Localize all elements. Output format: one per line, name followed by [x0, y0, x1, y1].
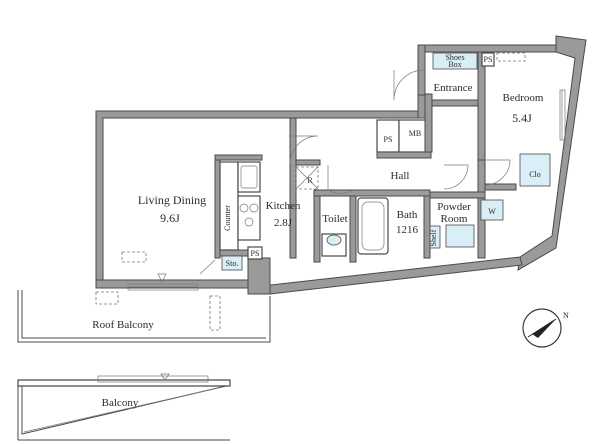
entrance-door [393, 69, 425, 101]
mb-label: MB [409, 129, 421, 138]
interior-walls [214, 44, 517, 263]
refrigerator-label: R [307, 176, 313, 185]
north-arrow-icon: N [522, 308, 569, 348]
bedroom-window [559, 89, 566, 141]
powder-label-line1: Powder [437, 201, 471, 213]
balcony-label: Balcony [102, 397, 139, 409]
ps-box-kitchen [247, 246, 263, 260]
ps-label-bedroom: PS [484, 55, 493, 64]
fixtures [121, 52, 566, 291]
refrigerator [295, 166, 319, 190]
washer [480, 199, 504, 221]
living-dining-label: Living Dining [138, 193, 206, 207]
kitchen-size: 2.8J [274, 217, 293, 229]
closet [519, 153, 551, 187]
closet-label: Clo [529, 170, 541, 179]
ps-label-kitchen: PS [251, 249, 260, 258]
ps-label-hall: PS [384, 135, 393, 144]
living-dining-size: 9.6J [160, 211, 180, 225]
hall-label: Hall [391, 170, 410, 182]
bath-size: 1216 [396, 224, 419, 236]
entrance-label: Entrance [433, 82, 472, 94]
sto-door [199, 259, 216, 275]
roof-balcony [17, 290, 271, 343]
toilet-door [327, 165, 354, 194]
roof-balcony-label: Roof Balcony [92, 319, 154, 331]
bedroom-size: 5.4J [512, 111, 532, 125]
bedroom-door [484, 159, 511, 186]
shoes-box-label-1: Shoes [445, 53, 464, 62]
powder-label-line2: Room [441, 213, 468, 225]
powder-door [443, 164, 469, 190]
washer-label: W [488, 207, 496, 216]
ps-box-bedroom [481, 52, 495, 67]
storage-label: Sto. [226, 259, 239, 268]
shoes-box-label-2: Box [448, 60, 461, 69]
shelf [429, 225, 441, 249]
doors [199, 69, 511, 275]
shoes-box [432, 52, 478, 70]
kitchen-door [289, 135, 319, 165]
bedroom-label: Bedroom [503, 92, 544, 104]
shelf-label: Shelf [429, 229, 438, 246]
bath-label: Bath [397, 209, 418, 221]
counter-label: Counter [223, 205, 232, 231]
kitchen-label: Kitchen [266, 200, 301, 212]
balcony [17, 373, 231, 441]
toilet-label: Toilet [322, 213, 348, 225]
bathtub [357, 197, 389, 255]
vanity-sink [445, 224, 475, 248]
kitchen-sink [237, 161, 261, 193]
storage [221, 255, 243, 271]
compass-label: N [563, 311, 569, 320]
labels: Living Dining 9.6J Kitchen 2.8J Bedroom … [92, 53, 544, 409]
